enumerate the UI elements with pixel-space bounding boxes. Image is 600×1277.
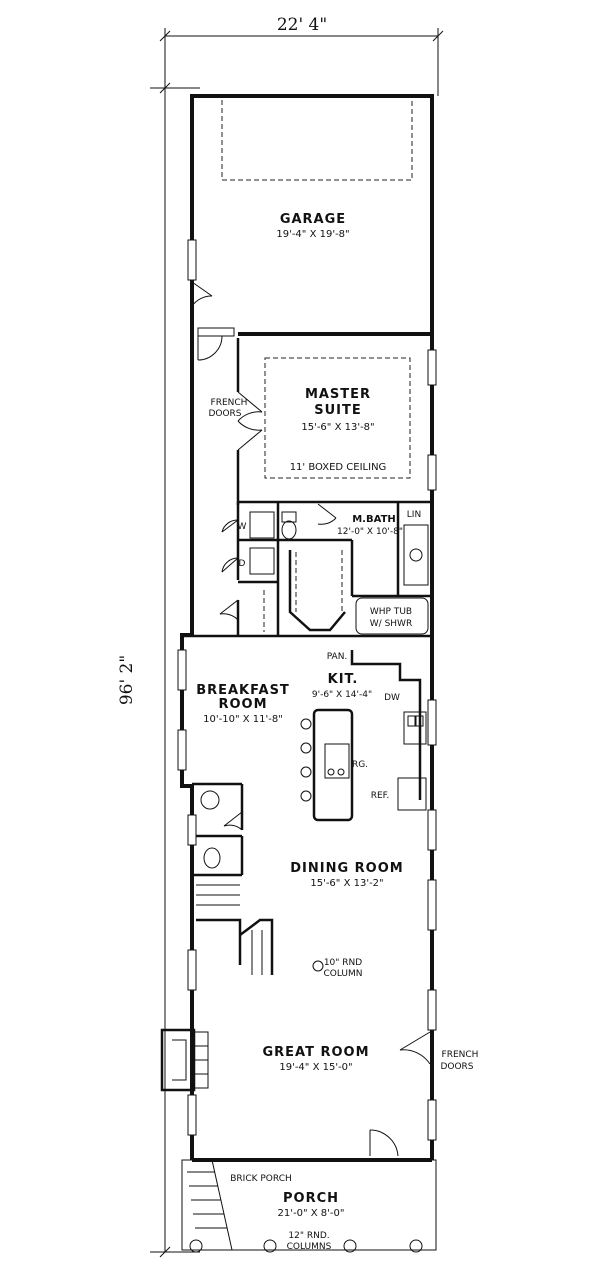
kitchen-name: KIT. (328, 672, 359, 687)
stairs (196, 884, 274, 975)
lin-label: LIN (407, 510, 421, 520)
dining-name: DINING ROOM (290, 861, 403, 876)
pantry-label: PAN. (327, 652, 348, 662)
range-icon (324, 743, 350, 779)
vanity-icon (403, 524, 429, 586)
refrigerator-icon (397, 777, 427, 811)
porch (181, 1159, 437, 1253)
powder-sink-icon (200, 790, 220, 810)
whp-tub-1: WHP TUB (370, 607, 412, 617)
toilet-icon (281, 511, 297, 523)
kitchen-counter (350, 650, 422, 800)
stool-icon (300, 790, 312, 802)
french-doors-upper-2: DOORS (208, 409, 241, 419)
porch-column-icon (189, 1239, 203, 1253)
round-column-icon (312, 960, 324, 972)
ref-label: REF. (371, 791, 390, 801)
breakfast-name-2: ROOM (218, 697, 267, 712)
washer-icon (249, 511, 275, 539)
master-suite-ceiling: 11' BOXED CEILING (290, 462, 387, 473)
tub-icon (355, 597, 429, 635)
powder-toilet-icon (203, 847, 221, 869)
master-suite-name-1: MASTER (305, 387, 371, 402)
kitchen-size: 9'-6" X 14'-4" (312, 690, 372, 700)
washer-label: W (238, 522, 247, 532)
porch-column-icon (409, 1239, 423, 1253)
porch-column-icon (343, 1239, 357, 1253)
breakfast-size: 10'-10" X 11'-8" (203, 714, 283, 725)
boxed-ceiling-outline (264, 357, 411, 479)
great-room-name: GREAT ROOM (262, 1045, 369, 1060)
fixtures (160, 511, 429, 1092)
dining-size: 15'-6" X 13'-2" (310, 878, 383, 889)
breakfast-name-1: BREAKFAST (196, 683, 290, 698)
closet-angled-wall (288, 550, 346, 632)
porch-size: 21'-0" X 8'-0" (278, 1208, 345, 1219)
great-room-size: 19'-4" X 15'-0" (279, 1062, 352, 1073)
fireplace-icon (160, 1028, 196, 1092)
overall-length-label: 96' 2" (117, 655, 137, 705)
porch-columns-2: COLUMNS (287, 1242, 332, 1252)
m-bath-name: M.BATH (352, 514, 396, 525)
porch-column-icon (263, 1239, 277, 1253)
closet-rods (263, 550, 343, 632)
porch-name: PORCH (283, 1191, 339, 1206)
whp-tub-2: W/ SHWR (370, 619, 412, 629)
doors (191, 281, 431, 1157)
overall-width-dimension: 22' 4" (159, 15, 444, 96)
garage-name: GARAGE (280, 212, 346, 227)
french-doors-upper-1: FRENCH (211, 398, 248, 408)
overall-length-dimension: 96' 2" (117, 82, 200, 1258)
interior-walls (182, 338, 432, 877)
garage-size: 19'-4" X 19'-8" (276, 229, 349, 240)
master-suite-name-2: SUITE (314, 403, 362, 418)
stool-icon (300, 742, 312, 754)
french-doors-lower-1: FRENCH (442, 1050, 479, 1060)
dryer-icon (249, 547, 275, 575)
m-bath-size: 12'-0" X 10'-8" (337, 527, 403, 537)
column-note-2: COLUMN (323, 969, 362, 979)
porch-columns-1: 12" RND. (288, 1231, 329, 1241)
stool-icon (300, 766, 312, 778)
fireplace-brick-hearth (193, 1031, 209, 1089)
range-label: RG. (352, 760, 368, 770)
windows (177, 239, 437, 1141)
garage-door-outline (221, 100, 413, 181)
brick-porch-area (181, 1159, 233, 1251)
stool-icon (300, 718, 312, 730)
french-doors-lower-2: DOORS (440, 1062, 473, 1072)
dryer-label: D (239, 559, 246, 569)
overall-width-label: 22' 4" (277, 15, 327, 35)
kitchen-island (312, 708, 354, 822)
kitchen-sink-icon (403, 711, 427, 745)
dw-label: DW (384, 693, 400, 703)
master-suite-size: 15'-6" X 13'-8" (301, 422, 374, 433)
brick-porch-label: BRICK PORCH (230, 1174, 292, 1184)
column-note-1: 10" RND (324, 958, 362, 968)
